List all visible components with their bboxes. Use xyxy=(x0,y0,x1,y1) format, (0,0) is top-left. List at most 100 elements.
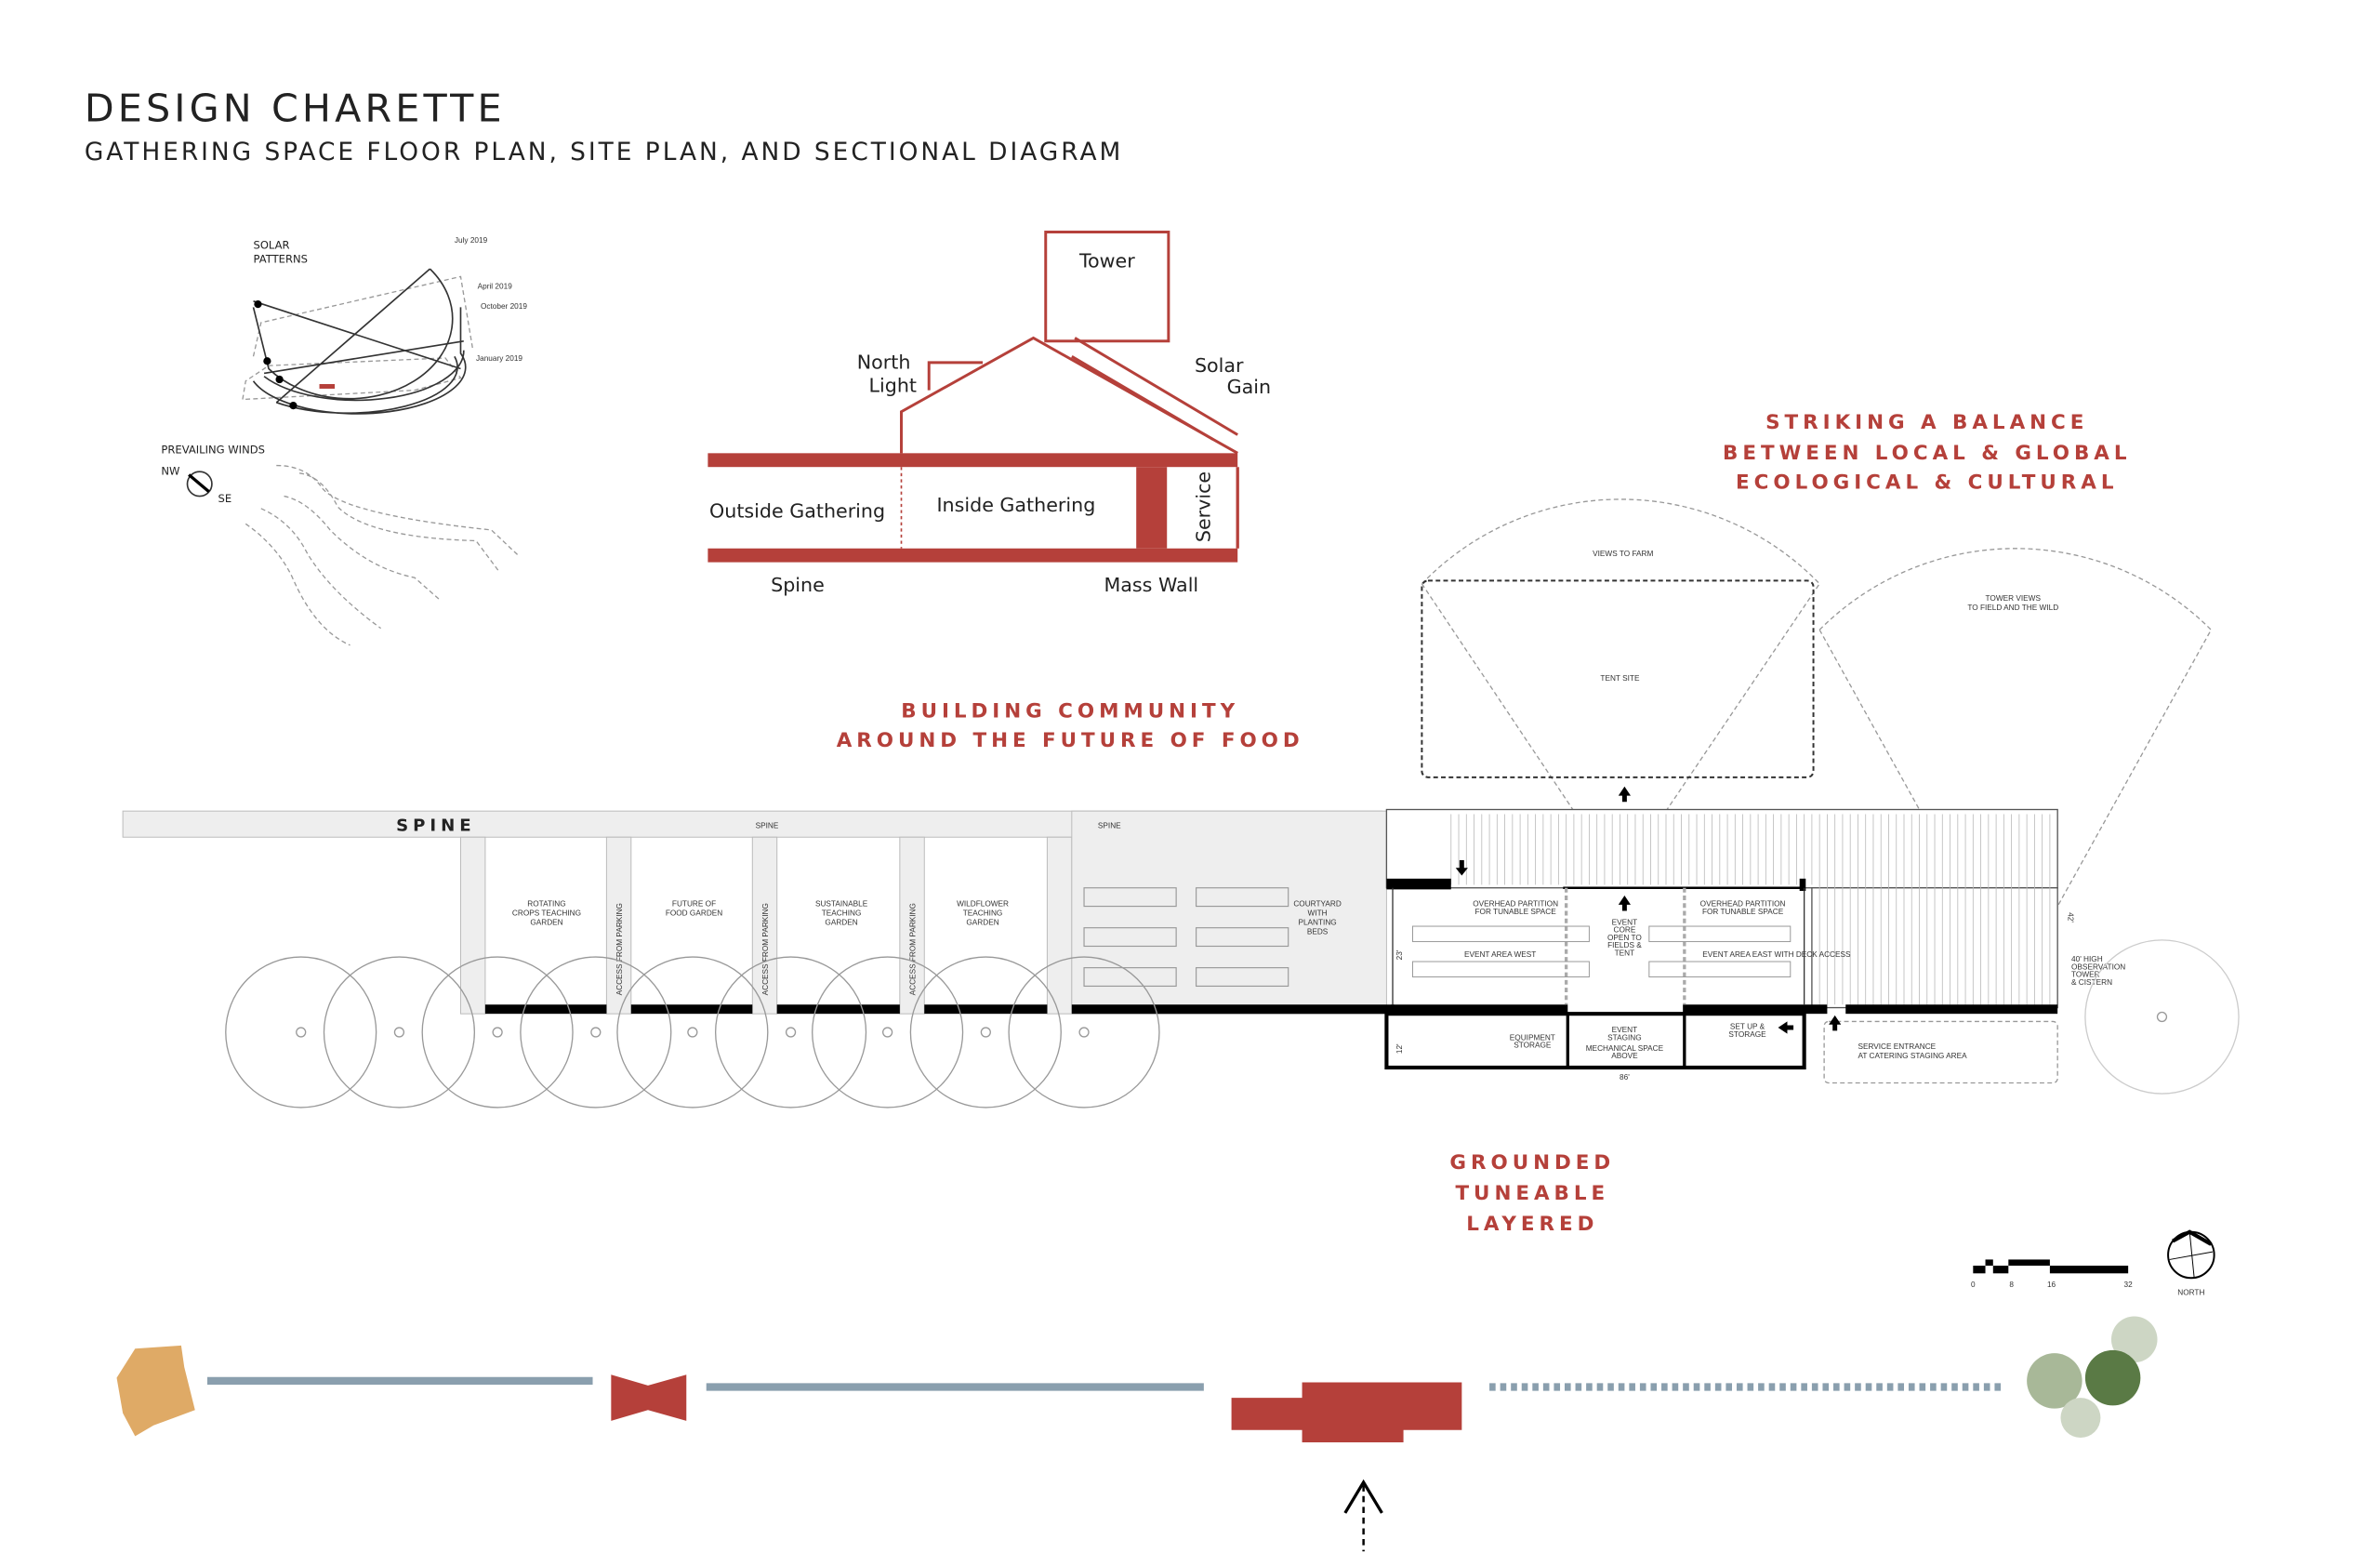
scale-bar: 0 8 16 32 xyxy=(1971,1259,2133,1289)
tower-views-label: TO FIELD AND THE WILD xyxy=(1967,604,2058,612)
staging-label: STAGING xyxy=(1607,1033,1642,1042)
tent-site xyxy=(1421,579,1815,778)
headline-line: GROUNDED xyxy=(1449,1151,1615,1175)
label-spine: Spine xyxy=(771,574,825,596)
courtyard-label: PLANTING xyxy=(1298,918,1336,926)
dimension: 23' xyxy=(1395,949,1404,960)
event-east-label: EVENT AREA EAST WITH DECK ACCESS xyxy=(1702,950,1851,959)
headline-line: LAYERED xyxy=(1466,1213,1598,1236)
sand-block xyxy=(116,1345,195,1437)
staging-label: EVENT xyxy=(1612,1026,1638,1034)
label-tower: Tower xyxy=(1078,249,1135,272)
garden-label: FUTURE OF xyxy=(672,900,716,909)
headline-line: ECOLOGICAL & CULTURAL xyxy=(1736,471,2118,494)
building-block xyxy=(1231,1382,1462,1442)
garden-label: GARDEN xyxy=(825,918,857,926)
headline-line: BETWEEN LOCAL & GLOBAL xyxy=(1723,442,2131,465)
winds-from: NW xyxy=(161,464,180,477)
setup-label: STORAGE xyxy=(1728,1030,1766,1039)
month-april: April 2019 xyxy=(478,283,513,291)
garden-label: SUSTAINABLE xyxy=(815,900,868,909)
site-plan: VIEWS TO FARM TOWER VIEWS TO FIELD AND T… xyxy=(122,498,2240,1108)
sectional-diagram: Tower North Light Solar Gain Outside Gat… xyxy=(707,231,1271,596)
garden-label: WILDFLOWER xyxy=(957,900,1009,909)
garden-label: CROPS TEACHING xyxy=(512,909,581,917)
spine-label-small: SPINE xyxy=(756,821,779,830)
access-label: ACCESS FROM PARKING xyxy=(908,903,917,995)
scale-tick: 32 xyxy=(2124,1281,2134,1289)
garden-label: TEACHING xyxy=(822,909,862,917)
label-solar-2: Gain xyxy=(1227,376,1271,398)
scale-tick: 0 xyxy=(1971,1281,1976,1289)
courtyard-label: COURTYARD xyxy=(1293,900,1342,909)
equipment-label: EQUIPMENT xyxy=(1510,1033,1555,1042)
setup-label: SET UP & xyxy=(1730,1023,1765,1031)
headline-line: AROUND THE FUTURE OF FOOD xyxy=(837,729,1304,752)
access-label: ACCESS FROM PARKING xyxy=(761,903,770,995)
headline-line: STRIKING A BALANCE xyxy=(1765,411,2088,434)
dimension: 86' xyxy=(1620,1073,1630,1082)
prevailing-winds-diagram: PREVAILING WINDS NW SE xyxy=(161,443,520,646)
spine-label: SPINE xyxy=(396,816,476,836)
tower-views-label: TOWER VIEWS xyxy=(1986,594,2042,603)
partition-label: OVERHEAD PARTITION xyxy=(1700,900,1786,909)
tower-label: TOWER xyxy=(2071,971,2100,979)
staging-label: ABOVE xyxy=(1611,1052,1638,1060)
garden-label: GARDEN xyxy=(966,918,998,926)
event-core-label: FIELDS & xyxy=(1607,941,1642,949)
label-mass-wall: Mass Wall xyxy=(1104,574,1199,596)
access-label: ACCESS FROM PARKING xyxy=(615,903,624,995)
label-north-light-1: North xyxy=(857,351,911,373)
dimension: 12' xyxy=(1395,1043,1404,1054)
compass-icon xyxy=(186,471,213,498)
solar-title-1: SOLAR xyxy=(254,239,290,252)
headline-line: TUNEABLE xyxy=(1455,1182,1609,1205)
garden-label: FOOD GARDEN xyxy=(666,909,722,917)
staging-label: MECHANICAL SPACE xyxy=(1586,1044,1664,1053)
event-west-label: EVENT AREA WEST xyxy=(1464,950,1536,959)
page-subtitle: GATHERING SPACE FLOOR PLAN, SITE PLAN, A… xyxy=(85,138,1123,166)
solar-title-2: PATTERNS xyxy=(254,253,308,266)
winds-to: SE xyxy=(218,492,232,505)
event-core-label: TENT xyxy=(1615,949,1635,957)
bowtie-block xyxy=(611,1374,687,1421)
north-label: NORTH xyxy=(2177,1288,2204,1296)
label-solar-1: Solar xyxy=(1195,354,1244,377)
scale-tick: 16 xyxy=(2047,1281,2056,1289)
service-entrance-label: SERVICE ENTRANCE xyxy=(1858,1042,1936,1051)
courtyard-label: WITH xyxy=(1308,909,1328,917)
garden-label: TEACHING xyxy=(963,909,1003,917)
tower-label: 40' HIGH xyxy=(2071,955,2103,963)
equipment-label: STORAGE xyxy=(1514,1042,1552,1050)
tower-label: OBSERVATION xyxy=(2071,962,2125,971)
month-october: October 2019 xyxy=(481,302,527,311)
headline-community: BUILDING COMMUNITY AROUND THE FUTURE OF … xyxy=(837,699,1304,752)
tower-outline xyxy=(1044,231,1170,343)
partition-label: FOR TUNABLE SPACE xyxy=(1475,908,1557,916)
sequence-diagram xyxy=(116,1316,2158,1552)
courtyard-label: BEDS xyxy=(1307,927,1329,936)
event-core-label: CORE xyxy=(1613,926,1635,935)
service-entrance-label: AT CATERING STAGING AREA xyxy=(1858,1052,1967,1060)
month-january: January 2019 xyxy=(476,354,522,363)
partition-label: OVERHEAD PARTITION xyxy=(1473,900,1558,909)
winds-title: PREVAILING WINDS xyxy=(161,443,265,456)
scale-tick: 8 xyxy=(2009,1281,2014,1289)
garden-label: ROTATING xyxy=(527,900,565,909)
tower-label: & CISTERN xyxy=(2071,978,2112,987)
label-inside: Inside Gathering xyxy=(936,494,1095,516)
page-title: DESIGN CHARETTE xyxy=(85,86,506,131)
spine-label-small: SPINE xyxy=(1098,821,1121,830)
views-farm-label: VIEWS TO FARM xyxy=(1593,550,1653,558)
dimension: 42' xyxy=(2067,912,2075,923)
tower-circle xyxy=(2084,939,2240,1095)
tent-site-label: TENT SITE xyxy=(1600,674,1640,683)
partition-label: FOR TUNABLE SPACE xyxy=(1702,908,1784,916)
tree-row xyxy=(225,956,1160,1108)
month-july: July 2019 xyxy=(455,236,488,245)
solar-patterns-diagram: SOLAR PATTERNS July 2019 April 2019 Octo… xyxy=(242,236,527,415)
label-north-light-2: Light xyxy=(869,374,917,396)
label-outside: Outside Gathering xyxy=(709,500,885,523)
headline-line: BUILDING COMMUNITY xyxy=(901,699,1239,723)
